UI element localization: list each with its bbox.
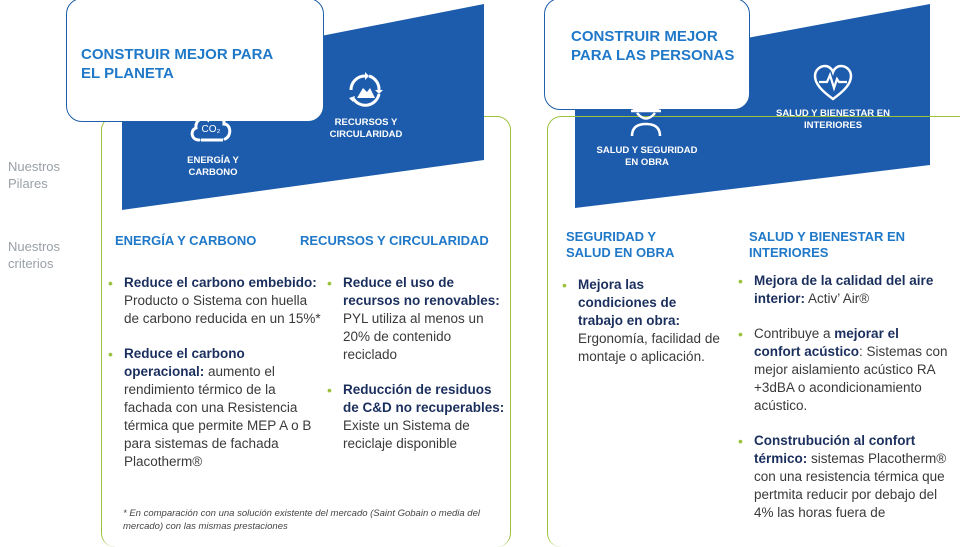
pillar-recursos-line2: CIRCULARIDAD [329, 129, 403, 140]
pillar-energia-line2: CARBONO [188, 167, 238, 178]
pillar-recursos-label: RECURSOS Y CIRCULARIDAD [318, 117, 414, 141]
seguridad-bullet-list: Mejora las condiciones de trabajo en obr… [562, 276, 724, 383]
bullet-bold: Construbución al confort térmico: [754, 433, 916, 466]
left-title-box: CONSTRUIR MEJOR PARA EL PLANETA [66, 0, 324, 122]
bullet-text: aumento el rendimiento térmico de la fac… [124, 364, 312, 469]
bullet-text: Activ’ Air® [805, 291, 870, 306]
crit-bienestar-head-line2: INTERIORES [749, 245, 829, 260]
bullet-text: Existe un Sistema de reciclaje disponibl… [343, 418, 470, 451]
right-card-frame [547, 116, 960, 547]
bullet-bold: Reducción de residuos de C&D no recupera… [343, 382, 505, 415]
bullet-text: Producto o Sistema con huella de carbono… [124, 293, 321, 326]
bullet-carbono-operacional: Reduce el carbono operacional: aumento e… [108, 345, 322, 471]
pillar-seguridad-line2: EN OBRA [625, 157, 669, 168]
bullet-calidad-aire: Mejora de la calidad del aire interior: … [738, 272, 948, 308]
left-title-line1: CONSTRUIR MEJOR PARA [81, 46, 274, 63]
pillar-seguridad-line1: SALUD Y SEGURIDAD [596, 145, 698, 156]
pillar-energia-line1: ENERGÍA Y [187, 155, 239, 166]
pillar-bienestar-line1: SALUD Y BIENESTAR EN [775, 108, 891, 119]
heart-pulse-icon [813, 64, 853, 101]
bienestar-bullet-list: Mejora de la calidad del aire interior: … [738, 272, 948, 539]
footnote: * En comparación con una solución existe… [123, 508, 480, 532]
bullet-bold: Mejora de la calidad del aire interior: [754, 273, 934, 306]
bullet-text: PYL utiliza al menos un 20% de contenido… [343, 311, 484, 362]
crit-energia-head: ENERGÍA Y CARBONO [115, 233, 257, 248]
recursos-bullet-list: Reduce el uso de recursos no renovables:… [327, 274, 507, 470]
right-title-line2: PARA LAS PERSONAS [571, 47, 735, 64]
bullet-text: : Sistemas con mejor aislamiento acústic… [754, 344, 948, 413]
bullet-text: Ergonomía, facilidad de montaje o aplica… [578, 331, 720, 364]
criteria-side-label: Nuestros criterios [8, 239, 61, 271]
bullet-condiciones-trabajo: Mejora las condiciones de trabajo en obr… [562, 276, 724, 366]
pillar-recursos-line1: RECURSOS Y [334, 117, 398, 128]
co2-cloud-icon: CO₂ [190, 113, 232, 142]
crit-seguridad-head-line2: SALUD EN OBRA [566, 245, 675, 260]
bullet-bold: Reduce el uso de recursos no renovables: [343, 275, 500, 308]
co2-label: CO₂ [202, 124, 221, 135]
bullet-text: Contribuye a [754, 326, 835, 341]
recycle-icon [349, 72, 383, 107]
bullet-text: sistemas Placotherm® con una resistencia… [754, 451, 947, 520]
right-title-box: CONSTRUIR MEJOR PARA LAS PERSONAS [544, 0, 750, 110]
bullet-confort-acustico: Contribuye a mejorar el confort acústico… [738, 325, 948, 415]
crit-seguridad-head-line1: SEGURIDAD Y [566, 229, 657, 244]
bullet-recursos-no-renovables: Reduce el uso de recursos no renovables:… [327, 274, 507, 364]
crit-recursos-head: RECURSOS Y CIRCULARIDAD [300, 233, 489, 248]
bullet-confort-termico: Construbución al confort térmico: sistem… [738, 432, 948, 522]
pillar-bienestar-line2: INTERIORES [803, 120, 863, 131]
bullet-bold: Reduce el carbono embebido: [124, 275, 317, 290]
crit-bienestar-head-line1: SALUD Y BIENESTAR EN [749, 229, 906, 244]
pillar-energia-label: ENERGÍA Y CARBONO [170, 155, 256, 179]
pillars-side-label: Nuestros Pilares [8, 159, 61, 191]
bullet-bold: Reduce el carbono operacional: [124, 346, 245, 379]
crit-seguridad-head: SEGURIDAD Y SALUD EN OBRA [566, 229, 674, 261]
bullet-residuos: Reducción de residuos de C&D no recupera… [327, 381, 507, 453]
hard-hat-worker-icon [630, 97, 662, 137]
energia-bullet-list: Reduce el carbono embebido: Producto o S… [108, 274, 322, 488]
bullet-bold: Mejora las condiciones de trabajo en obr… [578, 277, 681, 328]
crit-bienestar-head: SALUD Y BIENESTAR EN INTERIORES [749, 229, 905, 261]
right-title-line1: CONSTRUIR MEJOR [571, 28, 718, 45]
pillar-bienestar-label: SALUD Y BIENESTAR EN INTERIORES [768, 108, 898, 132]
pillar-seguridad-label: SALUD Y SEGURIDAD EN OBRA [592, 145, 702, 169]
left-title-line2: EL PLANETA [81, 65, 174, 82]
bullet-bold: mejorar el confort acústico [754, 326, 899, 359]
bullet-carbono-embebido: Reduce el carbono embebido: Producto o S… [108, 274, 322, 328]
